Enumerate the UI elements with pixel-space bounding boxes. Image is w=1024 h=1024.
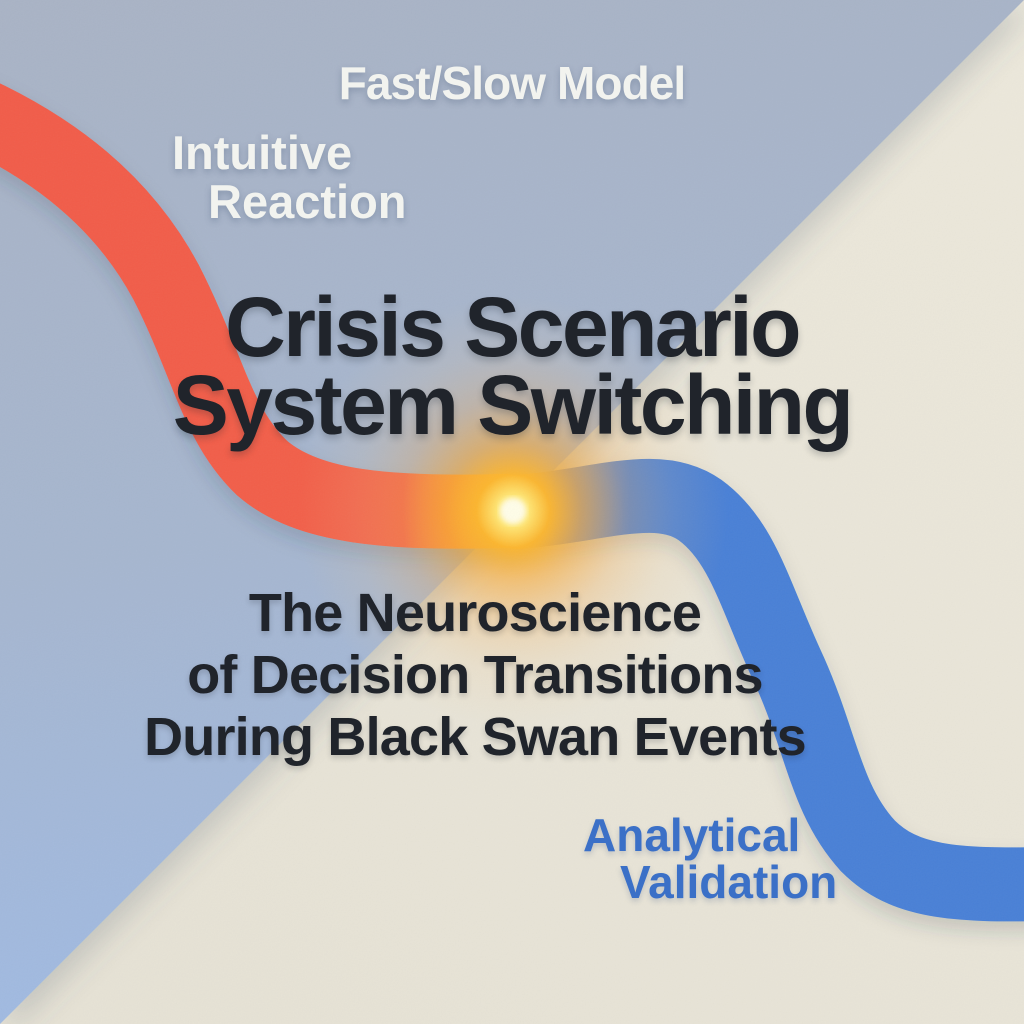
page-title-line1: Crisis Scenario [225, 280, 801, 374]
slow-system-label-line1: Analytical [583, 809, 801, 861]
fast-system-label-line2: Reaction [208, 175, 407, 228]
model-header-label: Fast/Slow Model [338, 57, 686, 109]
page-title-line2: System Switching [172, 358, 854, 452]
page-subtitle-line1: The Neuroscience [248, 583, 702, 643]
slow-system-label-line2: Validation [620, 856, 838, 908]
page-subtitle-line3: During Black Swan Events [144, 707, 807, 767]
page-subtitle-line2: of Decision Transitions [187, 645, 763, 705]
fast-system-label-line1: Intuitive [172, 126, 353, 179]
